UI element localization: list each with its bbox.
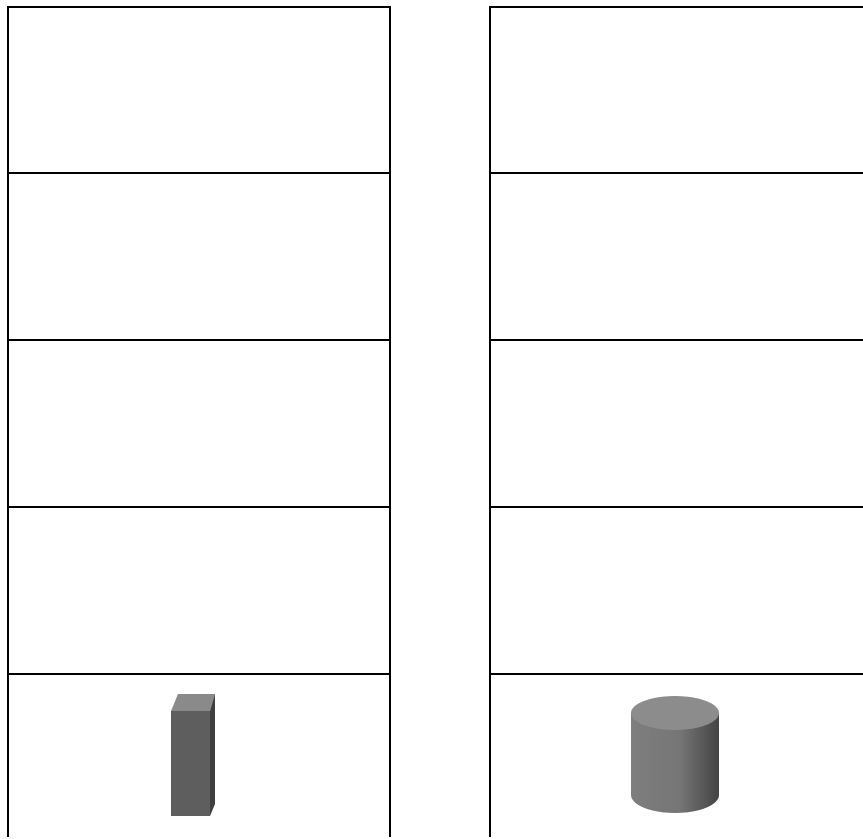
prism-front-face (171, 711, 210, 816)
right-cell-3 (491, 339, 863, 506)
left-cell-3 (9, 339, 389, 506)
rectangular-prism-icon (171, 694, 217, 818)
cylinder-icon (630, 695, 720, 817)
left-cell-1 (9, 8, 389, 172)
right-cell-4 (491, 506, 863, 673)
right-cell-5 (491, 673, 863, 839)
right-cell-2 (491, 172, 863, 339)
right-column (489, 6, 863, 837)
prism-side-face (210, 694, 215, 816)
left-cell-5 (9, 673, 389, 839)
right-cell-1 (491, 8, 863, 172)
left-column (7, 6, 391, 837)
left-cell-2 (9, 172, 389, 339)
cylinder-top (631, 696, 719, 730)
left-cell-4 (9, 506, 389, 673)
prism-top-face (171, 694, 215, 711)
